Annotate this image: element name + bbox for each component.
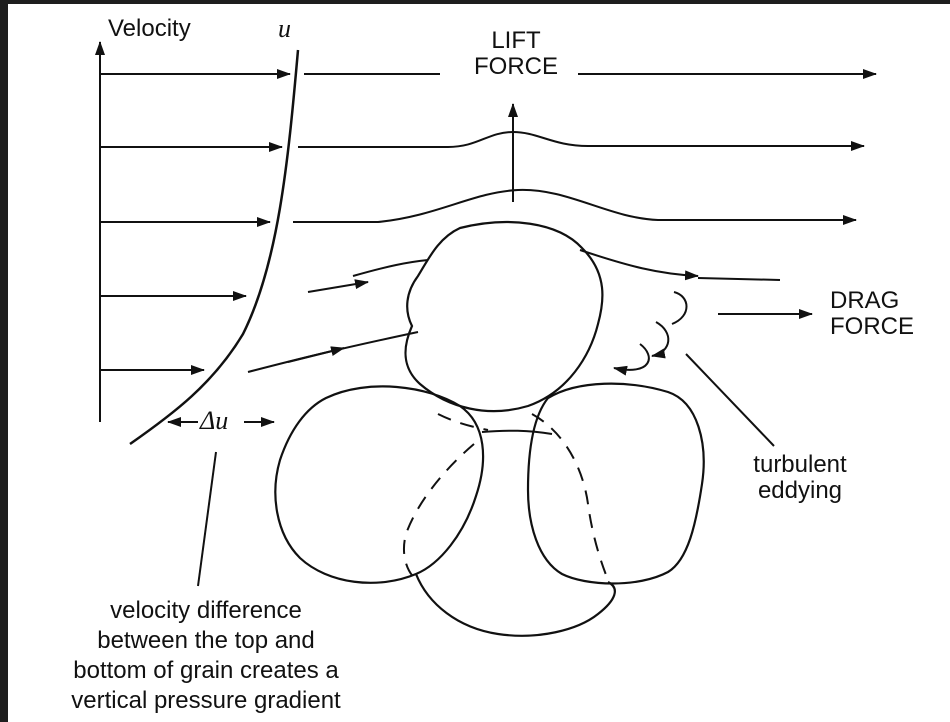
velocity-note-leader bbox=[197, 451, 217, 587]
velocity-difference-note: velocity difference between the top and … bbox=[26, 596, 386, 716]
right-grain bbox=[526, 382, 705, 585]
eddy-2 bbox=[651, 321, 670, 359]
delta-u-label: Δu bbox=[200, 406, 229, 435]
drag-force-label: DRAG FORCE bbox=[830, 288, 914, 340]
eddy-3 bbox=[613, 343, 650, 376]
eddy-1 bbox=[671, 291, 688, 325]
streamline-5 bbox=[247, 331, 419, 373]
velocity-difference-text: velocity difference between the top and … bbox=[71, 597, 341, 714]
u-symbol-label: u bbox=[278, 14, 291, 43]
velocity-axis-label: Velocity bbox=[108, 15, 191, 42]
streamline-4-tail bbox=[697, 277, 781, 281]
streamline-4 bbox=[352, 259, 429, 277]
drag-force-text: DRAG FORCE bbox=[830, 287, 914, 340]
velocity-profile-curve bbox=[129, 49, 300, 446]
streamline-3 bbox=[293, 188, 857, 225]
contact-line bbox=[481, 429, 553, 435]
top-grain bbox=[404, 220, 604, 413]
diagram-svg bbox=[95, 41, 877, 637]
hidden-outline-left bbox=[402, 443, 475, 583]
hidden-outline-right bbox=[531, 413, 609, 581]
left-grain bbox=[274, 385, 485, 584]
streamline-5-arrowhead bbox=[287, 346, 345, 363]
turbulent-eddying-text: turbulent eddying bbox=[753, 451, 847, 504]
streamline-2 bbox=[298, 130, 865, 151]
lift-force-label: LIFT FORCE bbox=[456, 28, 576, 80]
diagram-canvas: Velocity u LIFT FORCE DRAG FORCE Δu turb… bbox=[8, 4, 950, 722]
hidden-outline-bottom bbox=[437, 413, 489, 431]
lift-force-text: LIFT FORCE bbox=[474, 27, 558, 80]
bottom-grain bbox=[414, 573, 616, 637]
streamline-4-arrowhead bbox=[307, 279, 369, 293]
streamline-4-right bbox=[579, 249, 699, 281]
turbulent-leader bbox=[685, 353, 775, 447]
turbulent-eddying-label: turbulent eddying bbox=[730, 452, 870, 504]
